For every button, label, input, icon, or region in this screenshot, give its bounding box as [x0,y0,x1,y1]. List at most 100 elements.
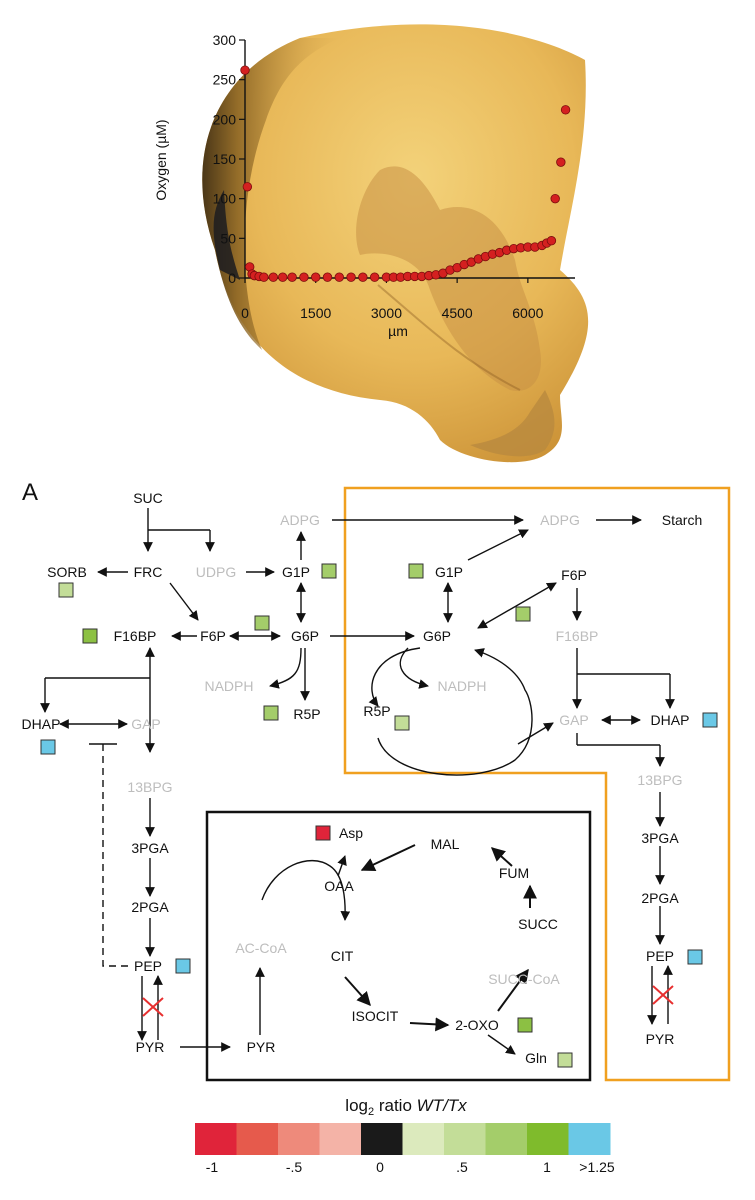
metabolite-gap-cytosol: GAP [131,716,161,732]
inhibited-reaction-mark-cytosol [142,997,164,1017]
ratio-square-2-oxo [517,1017,533,1033]
data-point [560,105,571,115]
data-point [259,272,269,282]
metabolite-ac-coa: AC-CoA [235,940,287,956]
inhibited-reaction-mark-plastid [652,985,674,1005]
legend-swatch [568,1123,611,1155]
ratio-square-f16bp-cytosol [82,628,98,644]
metabolite-f16bp-plastid: F16BP [556,628,599,644]
legend-label-gt125: >1.25 [579,1159,615,1175]
y-tick-label: 0 [228,270,236,286]
data-point [322,272,333,282]
metabolite-g6p-cytosol: G6P [291,628,319,644]
metabolite-succ: SUCC [518,916,558,932]
ratio-square-asp [315,825,331,841]
metabolite-labels: SUC FRC UDPG SORB ADPG ADPG Starch G1P G… [22,490,703,1066]
metabolite-frc: FRC [134,564,163,580]
data-point [556,157,566,167]
x-tick-label: 4500 [442,305,473,321]
data-point [311,272,321,282]
legend-swatch [319,1123,362,1155]
y-axis-label: Oxygen (µM) [153,119,169,200]
ratio-indicators [40,563,718,1068]
metabolite-dhap-plastid: DHAP [651,712,690,728]
metabolite-pyr-cytosol: PYR [136,1039,165,1055]
seed-image [202,24,589,463]
metabolite-succ-coa: SUCC-CoA [488,971,560,987]
metabolite-f6p-plastid: F6P [561,567,587,583]
metabolite-udpg: UDPG [196,564,236,580]
data-point [278,272,288,282]
legend-swatch [527,1123,569,1155]
metabolite-2-oxo: 2-OXO [455,1017,499,1033]
y-tick-label: 250 [213,72,237,88]
y-tick-label: 300 [213,32,237,48]
metabolite-g6p-plastid: G6P [423,628,451,644]
x-tick-label: 0 [241,305,249,321]
metabolite-r5p-cytosol: R5P [293,706,320,722]
plastid-compartment [343,486,731,1082]
data-point [550,193,560,204]
metabolite-asp: Asp [339,825,363,841]
metabolite-starch: Starch [662,512,702,528]
legend-label-neg1: -1 [206,1159,219,1175]
ratio-square-r5p-plastid [394,715,410,731]
ratio-square-dhap-plastid [702,712,718,728]
x-tick-label: 1500 [300,305,331,321]
metabolite-13bpg-cytosol: 13BPG [127,779,172,795]
metabolite-r5p-plastid: R5P [363,703,390,719]
data-point [546,236,557,246]
metabolite-3pga-plastid: 3PGA [641,830,679,846]
data-point [358,272,368,282]
data-point [287,272,297,282]
metabolite-isocit: ISOCIT [352,1008,399,1024]
ratio-square-pep-plastid [687,949,703,965]
y-tick-label: 150 [213,151,237,167]
legend-swatch [485,1123,528,1155]
pathway-arrows [40,508,675,1055]
metabolite-nadph-plastid: NADPH [437,678,486,694]
data-point [268,272,278,282]
metabolite-gap-plastid: GAP [559,712,589,728]
mitochondrion-compartment [205,810,592,1082]
legend-title: log2 ratio WT/Tx [345,1096,467,1118]
ratio-square-pep-cytosol [175,958,191,974]
legend-swatch [278,1123,320,1155]
legend-swatch [361,1123,403,1155]
legend-swatch [444,1123,486,1155]
x-tick-label: 6000 [512,305,543,321]
metabolite-2pga-cytosol: 2PGA [131,899,169,915]
y-tick-label: 100 [213,191,237,207]
metabolite-f6p-cytosol: F6P [200,628,226,644]
metabolite-g1p-cytosol: G1P [282,564,310,580]
metabolite-pep-plastid: PEP [646,948,674,964]
legend-label-0: 0 [376,1159,384,1175]
ratio-square-r5p-cytosol [263,705,279,721]
metabolite-nadph-cytosol: NADPH [204,678,253,694]
color-legend: log2 ratio WT/Tx -1 -.5 0 .5 1 >1.25 [195,1096,615,1175]
x-axis-label: µm [388,323,408,339]
metabolite-mal: MAL [431,836,460,852]
metabolite-fum: FUM [499,865,529,881]
metabolite-sorb: SORB [47,564,87,580]
legend-swatch [402,1123,445,1155]
metabolite-gln: Gln [525,1050,547,1066]
metabolite-3pga-cytosol: 3PGA [131,840,169,856]
metabolite-pyr-mito: PYR [247,1039,276,1055]
metabolite-13bpg-plastid: 13BPG [637,772,682,788]
panel-label: A [22,479,38,506]
metabolite-adpg-plastid: ADPG [540,512,580,528]
ratio-square-f6p-cytosol [254,615,270,631]
ratio-square-g1p-cytosol [321,563,337,579]
data-point [334,272,344,282]
legend-swatch [195,1123,237,1155]
metabolite-f16bp-cytosol: F16BP [114,628,157,644]
metabolite-cit: CIT [331,948,354,964]
data-point [240,65,250,75]
ratio-square-sorb [58,582,74,598]
metabolite-pep-cytosol: PEP [134,958,162,974]
x-tick-label: 3000 [371,305,402,321]
ratio-square-gln [557,1052,573,1068]
metabolite-oaa: OAA [324,878,354,894]
